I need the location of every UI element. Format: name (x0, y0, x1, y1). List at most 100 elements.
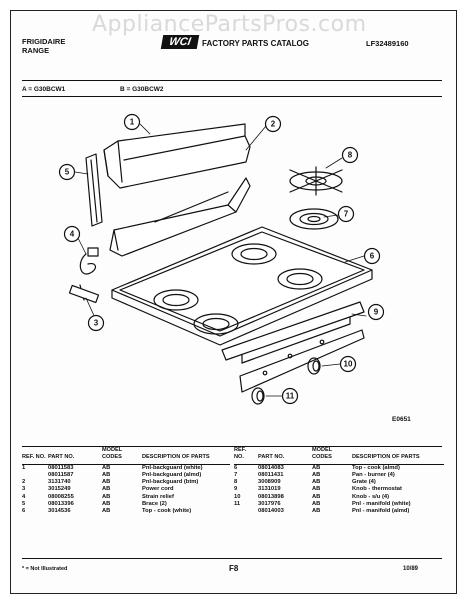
part-number-cell: 3131019 (258, 486, 281, 493)
part-number-cell: 08013898 (258, 493, 284, 500)
header-rule (22, 80, 442, 81)
model-code-cell: AB (102, 464, 111, 471)
model-code-cell: AB (312, 479, 321, 486)
ref-cell (22, 472, 48, 479)
ref-cell: 10 (234, 493, 241, 500)
model-code-cell: AB (102, 486, 111, 493)
table-header-row: REF. NO. PART NO. MODEL CODES DESCRIPTIO… (234, 447, 444, 465)
part-number-cell: 08014083 (258, 464, 284, 471)
table-row: 9 3131019 AB Knob - thermostat (234, 486, 444, 493)
callout-7: 7 (344, 210, 349, 219)
ref-cell: 11 (234, 501, 241, 508)
manifold-panel-part (221, 301, 365, 393)
ref-cell: 5 (22, 501, 26, 508)
watermark: AppliancePartsPros.com (92, 12, 367, 37)
thermostat-knob-part (307, 357, 321, 375)
parts-table-left: REF. NO. PART NO. MODEL CODES DESCRIPTIO… (22, 447, 230, 516)
table-row: 08014003 AB Pnl - manifold (almd) (234, 508, 444, 515)
power-cord-part (68, 247, 100, 304)
description-cell: Grate (4) (352, 479, 376, 486)
description-cell: Knob - s/u (4) (352, 493, 390, 500)
ref-cell: 6 (22, 508, 26, 515)
model-code-cell: AB (102, 501, 111, 508)
page-code: F8 (229, 564, 239, 573)
ref-cell: 2 (22, 479, 26, 486)
ref-cell: 4 (22, 493, 26, 500)
header-ref: REF. NO. (22, 447, 48, 465)
header-model: MODEL CODES (312, 447, 352, 465)
table-row: 3 3015249 AB Power cord (22, 486, 230, 493)
model-code-cell: AB (312, 508, 321, 515)
model-code-cell: AB (312, 501, 321, 508)
brand-name: FRIGIDAIRE (22, 37, 66, 46)
part-number-cell: 3017976 (258, 501, 281, 508)
model-code-cell: AB (312, 486, 321, 493)
grate-part (289, 166, 343, 196)
model-code-cell: AB (312, 464, 321, 471)
date-code: 10/89 (403, 566, 419, 572)
footer-rule (22, 558, 442, 559)
model-code-cell: AB (312, 493, 321, 500)
description-cell: Brace (2) (142, 501, 167, 508)
table-top-rule (22, 446, 442, 447)
model-a: A = G30BCW1 (22, 86, 66, 93)
footnote: * = Not Illustrated (22, 566, 68, 572)
header-part: PART NO. (48, 447, 102, 465)
header-model: MODEL CODES (102, 447, 142, 465)
description-cell: Pnl-backguard (almd) (142, 471, 202, 478)
product-type: RANGE (22, 46, 50, 55)
model-code-cell: AB (102, 479, 111, 486)
description-cell: Top - cook (almd) (352, 464, 400, 471)
callout-5: 5 (65, 168, 70, 177)
description-cell: Pnl - manifold (white) (352, 501, 411, 508)
callout-10: 10 (344, 360, 353, 369)
brand-block: FRIGIDAIRE RANGE (22, 37, 65, 55)
model-rule (22, 96, 442, 97)
ref-cell: 9 (234, 486, 238, 493)
part-number-cell: 08008255 (48, 493, 74, 500)
part-number-cell: 08013396 (48, 501, 74, 508)
table-row: 6 3014536 AB Top - cook (white) (22, 508, 230, 515)
ref-cell: 3 (22, 486, 26, 493)
ref-cell: 6 (234, 464, 238, 471)
header-part: PART NO. (258, 447, 312, 465)
model-code-cell: AB (102, 471, 111, 478)
part-number-cell: 08011431 (258, 471, 284, 478)
part-number-cell: 08014003 (258, 508, 284, 515)
header-ref: REF. NO. (234, 447, 258, 465)
exploded-parts-diagram: 1 2 3 4 5 6 7 8 9 10 11 (58, 113, 385, 405)
part-number-cell: 3131740 (48, 479, 71, 486)
description-cell: Power cord (142, 486, 174, 493)
figure-code: E0651 (392, 416, 411, 423)
table-row: 10 08013898 AB Knob - s/u (4) (234, 494, 444, 501)
leader-lines (74, 123, 367, 397)
header-desc: DESCRIPTION OF PARTS (352, 447, 444, 465)
table-row: 7 08011431 AB Pan - burner (4) (234, 472, 444, 479)
burner-pan-part (289, 208, 339, 230)
parts-table-right: REF. NO. PART NO. MODEL CODES DESCRIPTIO… (234, 447, 444, 516)
part-number-cell: 3015249 (48, 486, 71, 493)
description-cell: Knob - thermostat (352, 486, 402, 493)
callout-8: 8 (348, 151, 353, 160)
brace-part (85, 153, 103, 227)
part-number-cell: 3014536 (48, 508, 71, 515)
backguard-upper-part (103, 123, 251, 189)
cooktop-part (111, 226, 373, 346)
surface-knob-part (251, 387, 265, 405)
callout-9: 9 (374, 308, 379, 317)
ref-cell: 7 (234, 471, 238, 478)
model-code-cell: AB (312, 471, 321, 478)
catalog-title: FACTORY PARTS CATALOG (202, 39, 309, 48)
description-cell: Pnl-backguard (btm) (142, 479, 199, 486)
callout-4: 4 (70, 230, 75, 239)
callout-6: 6 (370, 252, 375, 261)
description-cell: Top - cook (white) (142, 508, 192, 515)
table-header-row: REF. NO. PART NO. MODEL CODES DESCRIPTIO… (22, 447, 230, 465)
description-cell: Pan - burner (4) (352, 471, 395, 478)
description-cell: Strain relief (142, 493, 174, 500)
description-cell: Pnl - manifold (almd) (352, 508, 410, 515)
model-code-cell: AB (102, 508, 111, 515)
